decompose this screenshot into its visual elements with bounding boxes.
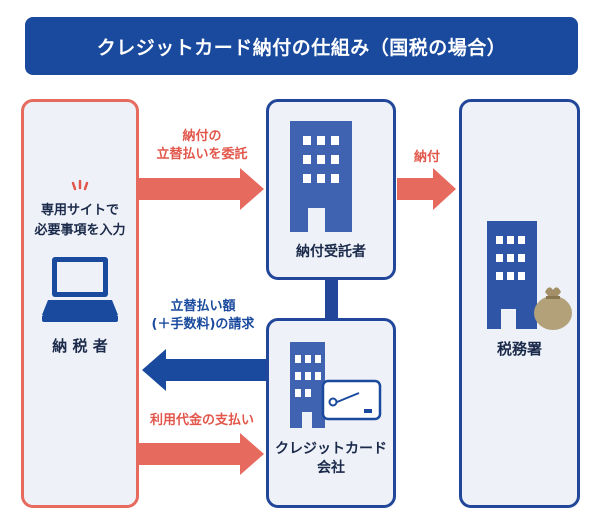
usage-payment-arrow [139, 433, 264, 475]
bill-arrow-label: 立替払い額 (＋手数料)の請求 [140, 298, 266, 334]
agent-card-connector [325, 278, 338, 320]
agent-label: 納付受託者 [296, 244, 366, 260]
bill-label-line2: (＋手数料)の請求 [151, 317, 255, 332]
diagram-title: クレジットカード納付の仕組み（国税の場合） [25, 17, 578, 75]
usage-payment-arrow-label: 利用代金の支払い [149, 413, 254, 428]
card-company-label-line1: クレジットカード [275, 441, 387, 457]
delegate-label-line2: 立替払いを委託 [156, 147, 248, 162]
delegate-arrow [139, 168, 264, 210]
taxpayer-label: 納 税 者 [52, 337, 108, 355]
credit-card-icon [321, 379, 382, 421]
payment-arrow-label: 納付 [413, 150, 440, 165]
payment-arrow [397, 168, 456, 210]
taxpayer-prompt-line2: 必要事項を入力 [34, 223, 126, 238]
card-company-label-line2: 会社 [317, 460, 345, 476]
delegate-arrow-label: 納付の 立替払いを委託 [140, 128, 264, 164]
attention-marks-icon [71, 179, 89, 191]
card-company-building-icon [290, 342, 325, 428]
tax-office-building-icon [487, 221, 537, 329]
money-bag-icon [534, 287, 572, 330]
taxpayer-prompt: 専用サイトで 必要事項を入力 [24, 201, 136, 241]
tax-office-label: 税務署 [496, 340, 542, 358]
card-company-label: クレジットカード 会社 [269, 440, 393, 478]
laptop-icon [42, 257, 118, 322]
taxpayer-prompt-line1: 専用サイトで [40, 203, 119, 218]
agent-building-icon [290, 121, 352, 232]
bill-arrow [142, 349, 266, 391]
delegate-label-line1: 納付の [182, 129, 222, 144]
bill-label-line1: 立替払い額 [170, 299, 236, 314]
